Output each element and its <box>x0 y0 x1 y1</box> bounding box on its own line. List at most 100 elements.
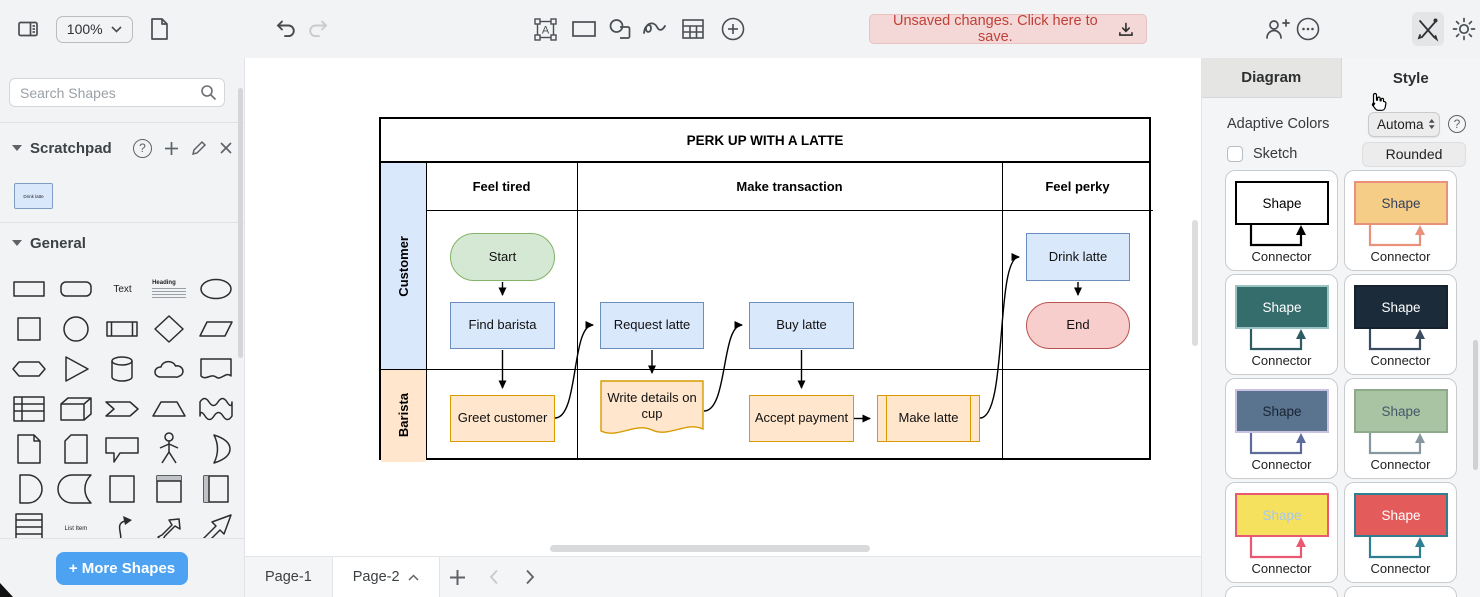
shape-rectangle-icon[interactable] <box>6 270 53 308</box>
phase-feel-tired[interactable]: Feel tired <box>426 163 577 211</box>
style-card-orange-partial[interactable] <box>1225 586 1338 597</box>
insert-plus-icon[interactable] <box>717 12 749 46</box>
page-setup-icon[interactable] <box>143 12 175 46</box>
node-buy-latte[interactable]: Buy latte <box>749 302 854 349</box>
unsaved-changes-button[interactable]: Unsaved changes. Click here to save. <box>868 13 1147 45</box>
shape-ellipse-icon[interactable] <box>192 270 239 308</box>
shape-horizontal-container-icon[interactable] <box>192 470 239 508</box>
tab-diagram[interactable]: Diagram <box>1202 58 1342 98</box>
next-page-button[interactable] <box>512 557 548 597</box>
shape-heading-icon[interactable]: Heading <box>146 270 193 308</box>
shape-cube-icon[interactable] <box>53 390 100 428</box>
zoom-select[interactable]: 100% <box>55 15 133 43</box>
node-write-details-on-cup[interactable]: Write details on cup <box>600 380 704 442</box>
style-card-navy[interactable]: Shape Connector <box>1344 274 1457 375</box>
sidebar-scrollbar[interactable] <box>238 88 243 358</box>
tab-style[interactable]: Style <box>1342 58 1480 98</box>
shape-note-icon[interactable] <box>6 430 53 468</box>
drawing-canvas[interactable]: PERK UP WITH A LATTE Customer Barista Fe… <box>245 58 1201 556</box>
shape-card-icon[interactable] <box>53 430 100 468</box>
search-shapes-input[interactable] <box>9 78 225 107</box>
lane-barista[interactable]: Barista <box>381 369 426 462</box>
node-greet-customer[interactable]: Greet customer <box>450 395 555 442</box>
adaptive-colors-select[interactable]: Automa <box>1368 111 1440 137</box>
adaptive-colors-help-icon[interactable]: ? <box>1448 115 1466 133</box>
shape-tape-icon[interactable] <box>192 390 239 428</box>
sketch-checkbox[interactable] <box>1227 146 1243 162</box>
style-card-teal[interactable]: Shape Connector <box>1225 274 1338 375</box>
phase-feel-perky[interactable]: Feel perky <box>1002 163 1153 211</box>
shape-cylinder-icon[interactable] <box>99 350 146 388</box>
style-card-tan[interactable]: Shape Connector <box>1344 170 1457 271</box>
style-card-slate[interactable]: Shape Connector <box>1225 378 1338 479</box>
shape-document-icon[interactable] <box>192 350 239 388</box>
freehand-tool-icon[interactable] <box>639 12 671 46</box>
prev-page-button[interactable] <box>476 557 512 597</box>
sketch-tools-icon[interactable] <box>1412 12 1445 46</box>
more-shapes-button[interactable]: + More Shapes <box>56 551 188 585</box>
scratchpad-edit-icon[interactable] <box>191 140 207 156</box>
shape-text-icon[interactable]: Text <box>113 283 132 295</box>
more-options-icon[interactable] <box>1293 12 1325 46</box>
table-tool-icon[interactable] <box>677 12 709 46</box>
shape-diamond-icon[interactable] <box>146 310 193 348</box>
redo-icon[interactable] <box>302 12 334 46</box>
add-page-button[interactable] <box>440 557 476 597</box>
node-drink-latte[interactable]: Drink latte <box>1026 233 1130 281</box>
scratchpad-close-icon[interactable] <box>219 141 233 155</box>
node-request-latte[interactable]: Request latte <box>600 302 704 349</box>
shape-internal-storage-icon[interactable] <box>6 390 53 428</box>
node-find-barista[interactable]: Find barista <box>450 302 555 349</box>
scratchpad-section-header[interactable]: Scratchpad ? <box>0 129 245 167</box>
theme-light-icon[interactable] <box>1448 12 1480 46</box>
shape-actor-icon[interactable] <box>146 430 193 468</box>
shape-step-icon[interactable] <box>99 390 146 428</box>
diagram-title[interactable]: PERK UP WITH A LATTE <box>381 119 1149 163</box>
shape-rounded-rectangle-icon[interactable] <box>53 270 100 308</box>
shape-list-item-icon[interactable]: List Item <box>64 526 88 532</box>
undo-icon[interactable] <box>270 12 302 46</box>
shape-triangle-icon[interactable] <box>53 350 100 388</box>
canvas-horizontal-scrollbar[interactable] <box>550 545 870 552</box>
rectangle-tool-icon[interactable] <box>568 12 600 46</box>
shape-and-icon[interactable] <box>6 470 53 508</box>
style-card-default[interactable]: Shape Connector <box>1225 170 1338 271</box>
shape-process-icon[interactable] <box>99 310 146 348</box>
style-card-red[interactable]: Shape Connector <box>1344 482 1457 583</box>
shape-container-icon[interactable] <box>99 470 146 508</box>
scratchpad-help-icon[interactable]: ? <box>133 138 152 158</box>
shape-square-icon[interactable] <box>6 310 53 348</box>
node-start[interactable]: Start <box>450 233 555 281</box>
toggle-format-panel-icon[interactable] <box>12 12 44 46</box>
scratchpad-add-icon[interactable] <box>164 141 179 156</box>
shape-circle-icon[interactable] <box>53 310 100 348</box>
shapes-tool-icon[interactable] <box>604 12 636 46</box>
lane-customer[interactable]: Customer <box>381 163 426 369</box>
shape-trapezoid-icon[interactable] <box>146 390 193 428</box>
swimlane-table[interactable]: PERK UP WITH A LATTE Customer Barista Fe… <box>379 117 1153 462</box>
shape-data-storage-icon[interactable] <box>53 470 100 508</box>
shape-callout-icon[interactable] <box>99 430 146 468</box>
shape-vertical-container-icon[interactable] <box>146 470 193 508</box>
tab-page-1[interactable]: Page-1 <box>245 557 332 597</box>
general-section-header[interactable]: General <box>0 224 245 262</box>
canvas-vertical-scrollbar[interactable] <box>1192 220 1198 346</box>
phase-make-transaction[interactable]: Make transaction <box>577 163 1002 211</box>
panel-scrollbar[interactable] <box>1473 340 1478 470</box>
shape-cloud-icon[interactable] <box>146 350 193 388</box>
shape-parallelogram-icon[interactable] <box>192 310 239 348</box>
rounded-button[interactable]: Rounded <box>1362 141 1466 167</box>
shape-hexagon-icon[interactable] <box>6 350 53 388</box>
style-card-yellow[interactable]: Shape Connector <box>1225 482 1338 583</box>
text-tool-icon[interactable]: A <box>530 12 562 46</box>
scratchpad-item-drink-latte[interactable]: Drink latte <box>14 183 53 209</box>
style-card-teal-partial[interactable] <box>1344 586 1457 597</box>
node-make-latte[interactable]: Make latte <box>877 395 980 442</box>
share-add-user-icon[interactable] <box>1261 12 1293 46</box>
style-card-sage[interactable]: Shape Connector <box>1344 378 1457 479</box>
node-accept-payment[interactable]: Accept payment <box>749 395 854 442</box>
node-end[interactable]: End <box>1026 302 1130 349</box>
shape-or-icon[interactable] <box>192 430 239 468</box>
search-icon[interactable] <box>200 84 217 106</box>
tab-page-2[interactable]: Page-2 <box>331 557 440 597</box>
